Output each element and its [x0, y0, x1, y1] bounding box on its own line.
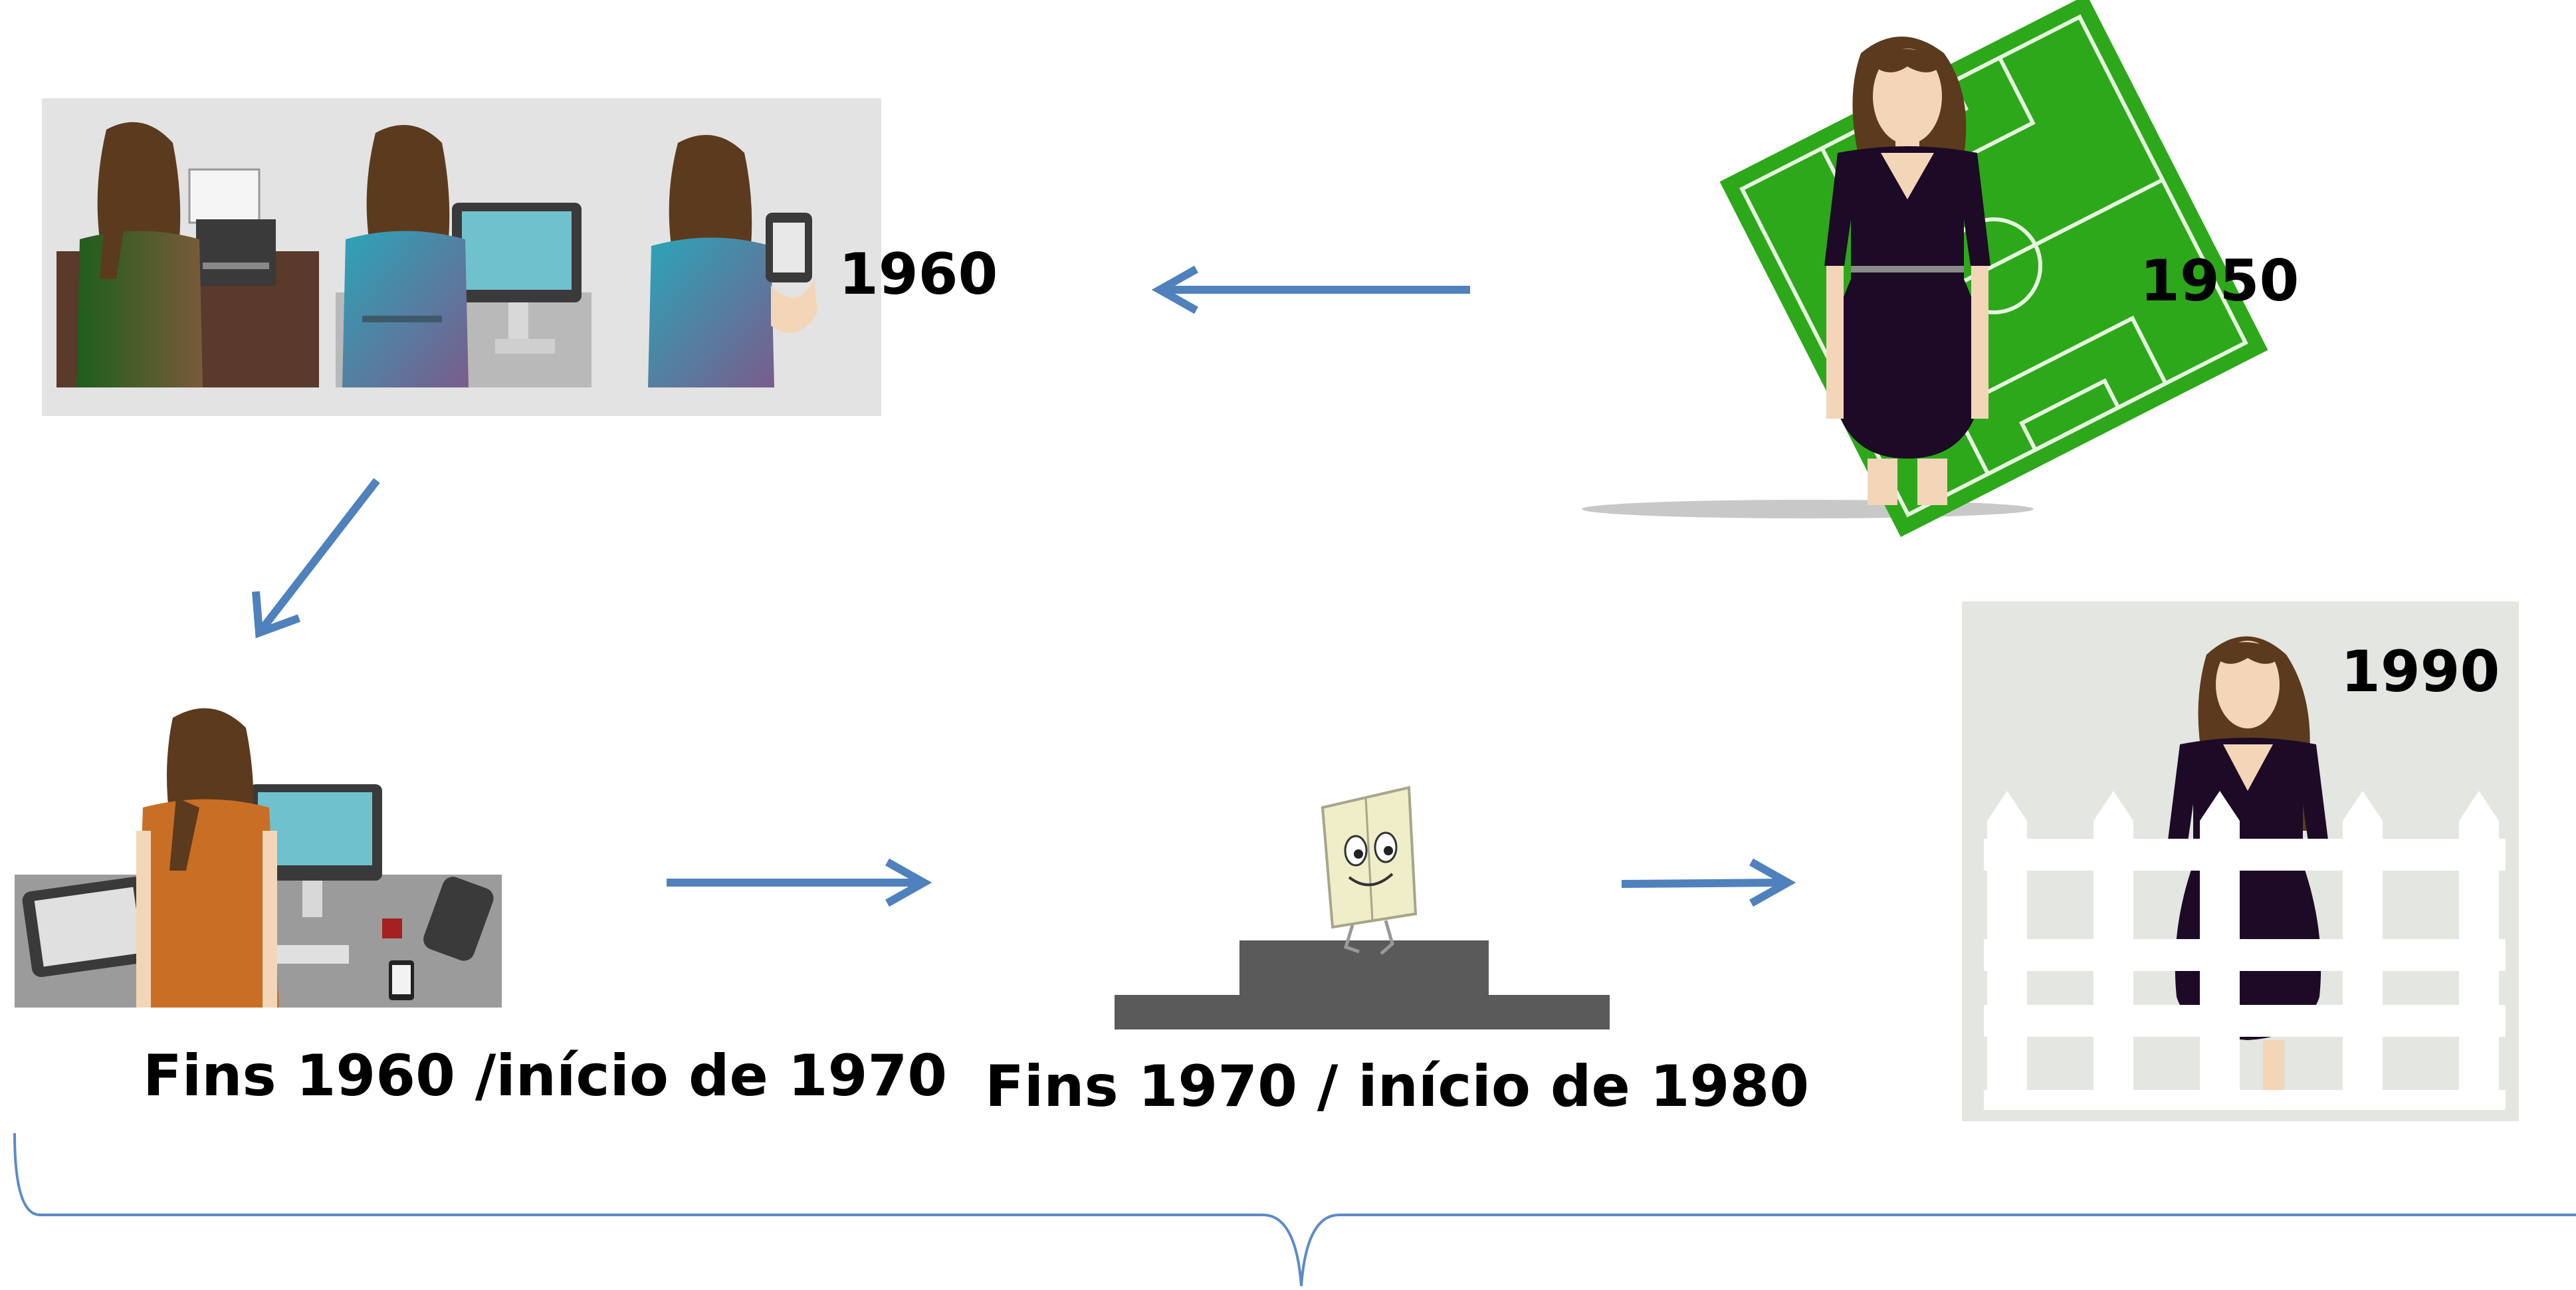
arrow-1950-to-1960	[1151, 265, 1470, 314]
caption-late60s-early70s: Fins 1960 /início de 1970	[143, 1043, 947, 1109]
year-label-1950: 1950	[2140, 248, 2299, 314]
year-label-1960: 1960	[839, 241, 998, 308]
illustration-1960-three-women-panel	[42, 98, 881, 416]
arrow-late60s-to-late70s	[667, 858, 932, 907]
illustration-1990-woman-fence	[1962, 601, 2519, 1121]
illustration-late60s-woman-desk	[15, 708, 502, 1008]
illustration-1950-woman-football-field	[1582, 0, 2268, 538]
arrow-late70s-to-1990	[1621, 858, 1796, 907]
illustration-late70s-podium-card	[1115, 786, 1610, 1029]
caption-late70s-early80s: Fins 1970 / início de 1980	[985, 1053, 1809, 1120]
year-label-1990: 1990	[2341, 639, 2500, 705]
bottom-curly-brace	[13, 1132, 2576, 1287]
arrow-1960-to-late60s	[252, 478, 380, 639]
